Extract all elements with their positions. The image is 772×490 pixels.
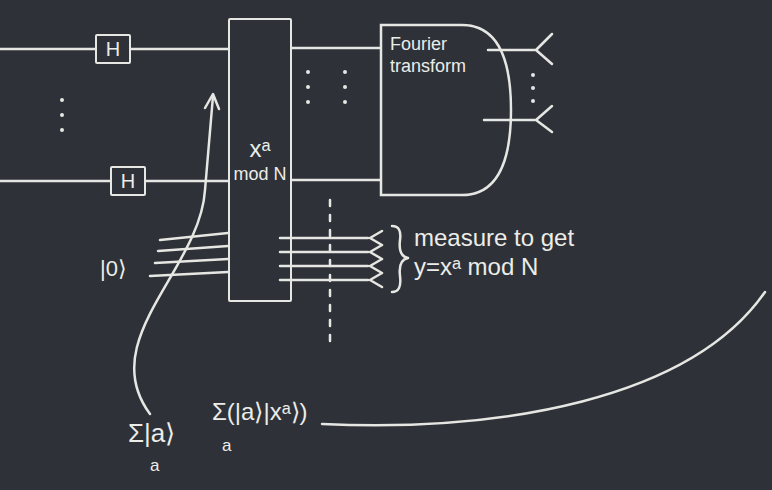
ellipsis-dot xyxy=(531,73,535,77)
input-wire xyxy=(0,180,110,183)
arrow-head xyxy=(205,94,219,109)
wire xyxy=(131,48,228,51)
subscript: a xyxy=(150,456,159,476)
wire xyxy=(146,180,228,183)
ellipsis-dot xyxy=(60,128,64,132)
register-wire xyxy=(280,265,368,268)
state-label: Σ(|a⟩|xᵃ⟩) xyxy=(212,398,308,427)
register-wire xyxy=(280,279,368,282)
box-label: H xyxy=(121,169,135,193)
box-label: H xyxy=(106,37,120,61)
box-title: Fourier transform xyxy=(390,34,480,77)
register-wire xyxy=(280,251,368,254)
meter-symbol xyxy=(536,106,552,132)
register-wire xyxy=(150,272,228,276)
meter-symbol xyxy=(370,231,382,287)
ket-label: |0⟩ xyxy=(100,256,127,282)
output-wire xyxy=(488,49,535,52)
box-label: xᵃ xyxy=(250,135,271,164)
output-wire xyxy=(484,119,535,122)
brace xyxy=(392,226,408,292)
gate-box: H xyxy=(95,34,131,64)
ellipsis-dot xyxy=(306,70,310,74)
ellipsis-dot xyxy=(60,113,64,117)
fourier-outline xyxy=(381,25,511,195)
subscript: a xyxy=(222,436,231,456)
gate-box: H xyxy=(110,166,146,196)
input-wire xyxy=(0,48,95,51)
ellipsis-dot xyxy=(531,86,535,90)
box-label: mod N xyxy=(233,164,286,186)
sum-label: Σ|a⟩ xyxy=(128,418,175,449)
register-wire xyxy=(280,237,368,240)
ellipsis-dot xyxy=(60,98,64,102)
ellipsis-dot xyxy=(343,100,347,104)
ellipsis-dot xyxy=(531,99,535,103)
dotted-line xyxy=(329,200,332,345)
fourier-box: Fourier transform xyxy=(380,24,512,196)
function-box: xᵃmod N xyxy=(228,18,292,302)
ellipsis-dot xyxy=(306,85,310,89)
meter-symbol xyxy=(536,34,552,64)
wire xyxy=(292,47,380,50)
register-wire xyxy=(158,246,228,251)
leader-arrow xyxy=(134,96,213,414)
wire xyxy=(292,179,380,182)
measure-note: measure to get y=xᵃ mod N xyxy=(414,224,614,282)
leader-curve xyxy=(322,292,765,425)
ellipsis-dot xyxy=(343,70,347,74)
ellipsis-dot xyxy=(343,85,347,89)
ellipsis-dot xyxy=(306,100,310,104)
register-wire xyxy=(155,259,228,263)
